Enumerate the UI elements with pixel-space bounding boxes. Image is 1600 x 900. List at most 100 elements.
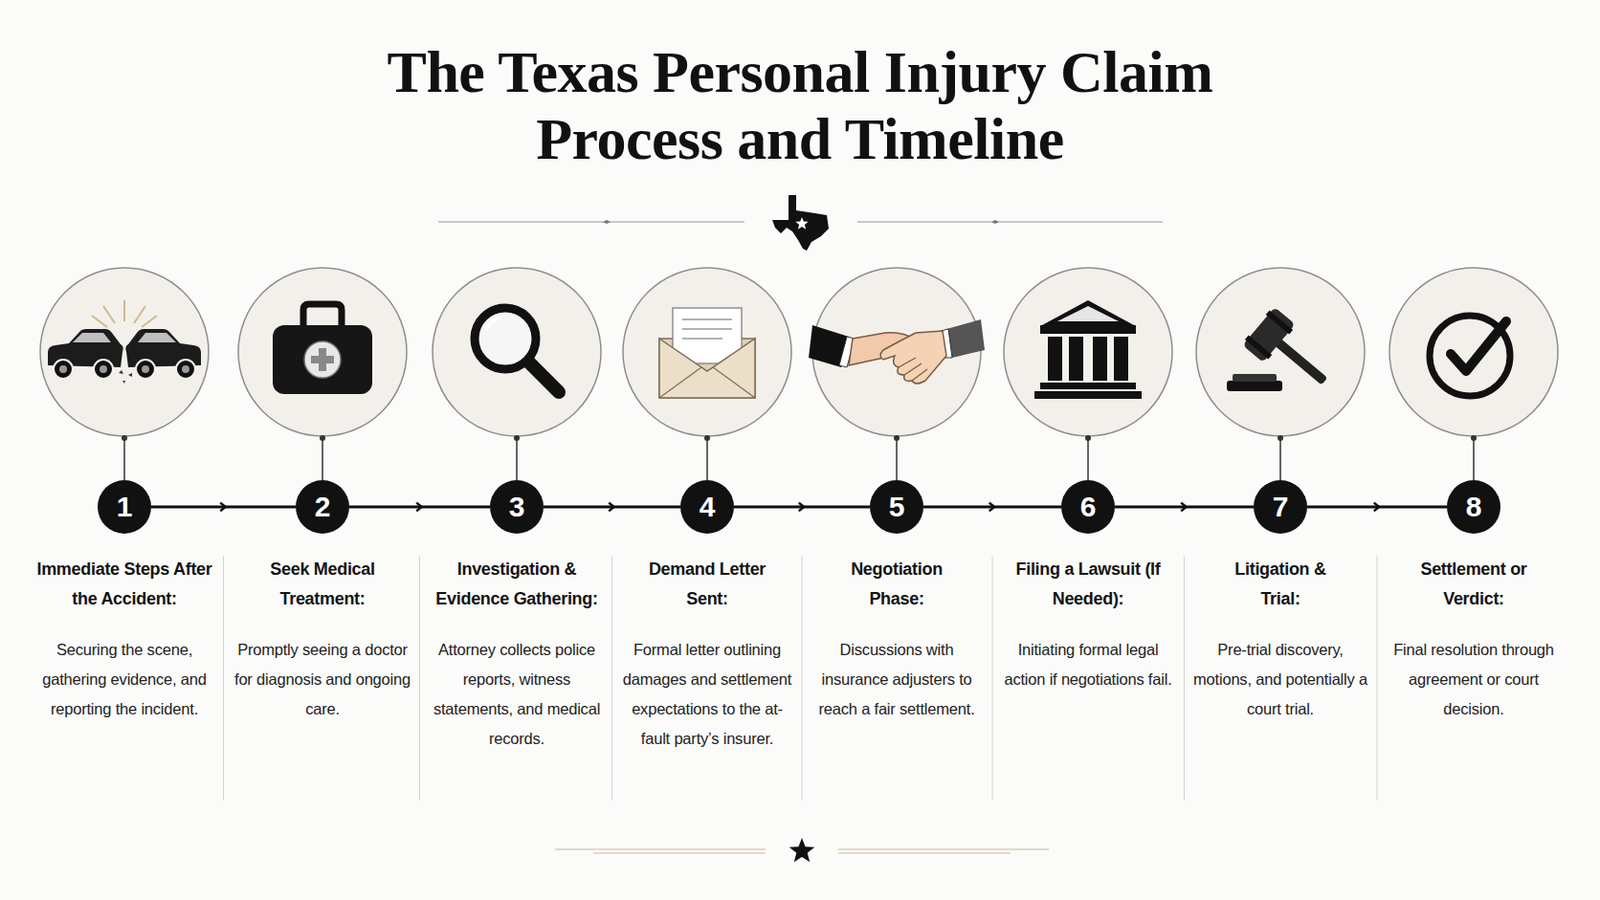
- gavel-band: [1266, 310, 1293, 334]
- step-description: Promptly seeing a doctor for diagnosis a…: [234, 635, 411, 725]
- spark-line: [103, 306, 115, 324]
- step-number: 7: [1253, 480, 1308, 534]
- envelope-icon: [659, 308, 756, 399]
- icon-circle: [1389, 267, 1558, 437]
- icon-circle: [1003, 267, 1173, 437]
- car-crash-icon: [47, 300, 201, 384]
- step-heading: Negotiation Phase:: [839, 555, 955, 615]
- courthouse-icon: [1034, 300, 1142, 400]
- step-number: 1: [97, 480, 152, 534]
- ornament-line: [857, 221, 1163, 223]
- car-window: [137, 333, 177, 343]
- bag-body: [272, 325, 373, 395]
- divider-line: [611, 555, 613, 801]
- car-left: [47, 329, 124, 379]
- leader-line: [1472, 436, 1475, 481]
- debris: [118, 370, 133, 384]
- base-step: [1034, 391, 1142, 400]
- step-heading: Filing a Lawsuit (If Needed):: [1011, 555, 1165, 615]
- texas-shape: [772, 195, 829, 251]
- divider-line: [1183, 555, 1185, 801]
- step-number: 6: [1061, 480, 1115, 534]
- leader-line: [321, 436, 324, 481]
- cross-badge: [304, 341, 341, 378]
- check-circle: [1429, 315, 1511, 397]
- gavel-band: [1244, 334, 1272, 359]
- car-wheel: [176, 359, 196, 379]
- leader-dot: [513, 435, 520, 442]
- diagram-title: The Texas Personal Injury Claim Process …: [369, 38, 1231, 173]
- wheel-hub: [181, 365, 190, 374]
- leader-dot: [319, 435, 326, 442]
- timeline-arrow: [923, 506, 1062, 510]
- letter-lines: [682, 319, 733, 339]
- wheel-hub: [141, 365, 150, 374]
- entablature: [1040, 325, 1136, 334]
- ornament-line: [593, 853, 766, 855]
- spark-lines: [91, 300, 157, 328]
- column-dividers: [223, 555, 1378, 801]
- wheel-hub: [99, 365, 108, 374]
- spark-line: [123, 300, 126, 322]
- sleeve-right: [946, 319, 985, 358]
- step-description: Attorney collects police reports, witnes…: [428, 635, 605, 755]
- medical-bag-icon: [272, 304, 373, 395]
- texas-map: [772, 195, 829, 251]
- timeline-arrow: [151, 506, 296, 510]
- title-ornament: [438, 195, 1163, 251]
- envelope-folds: [659, 367, 756, 399]
- leader-line: [123, 436, 126, 481]
- step-circle: 2Seek Medical Treatment:Promptly seeing …: [295, 480, 350, 534]
- car-wheel: [53, 359, 73, 379]
- cross-bar: [318, 348, 327, 372]
- gavel-icon: [1226, 306, 1341, 401]
- finger-lines: [898, 357, 928, 381]
- star-symbol: [789, 838, 816, 863]
- ornament-line: [438, 221, 745, 223]
- handshake-icon: [808, 319, 985, 384]
- column: [1113, 336, 1129, 381]
- divider-line: [801, 555, 803, 801]
- ornament-line: [555, 848, 766, 850]
- hand-right: [880, 331, 947, 384]
- step-number: 2: [295, 480, 350, 534]
- icon-circle: [1196, 267, 1365, 437]
- divider-line: [992, 555, 994, 801]
- step-heading: Seek Medical Treatment:: [250, 555, 395, 615]
- check-mark: [1450, 321, 1507, 372]
- leader-lines: [124, 436, 1474, 481]
- step-heading: Immediate Steps After the Accident:: [30, 555, 219, 615]
- leader-line: [1087, 436, 1089, 481]
- leader-dot: [893, 435, 900, 442]
- leader-dot: [1277, 435, 1284, 442]
- leader-line: [515, 436, 518, 481]
- gavel-handle: [1272, 337, 1328, 386]
- envelope-front: [659, 338, 756, 399]
- checkmark-icon: [1429, 315, 1511, 397]
- step-number: 3: [489, 480, 544, 534]
- star-symbol: [795, 217, 808, 230]
- gavel: [1241, 306, 1341, 401]
- spark-line: [133, 306, 146, 324]
- step-description: Pre-trial discovery, motions, and potent…: [1192, 635, 1369, 725]
- leader-dot: [1470, 435, 1477, 442]
- timeline-arrow: [1114, 506, 1254, 510]
- icon-circle: [40, 267, 209, 437]
- leader-dot: [1085, 435, 1091, 442]
- car-wheel: [93, 359, 113, 379]
- divider-line: [1377, 555, 1378, 801]
- step-number: 4: [680, 480, 734, 534]
- bottom-ornament: [555, 838, 1049, 863]
- timeline-arrow: [733, 506, 870, 510]
- step-description: Formal letter outlining damages and sett…: [619, 635, 796, 755]
- divider-line: [222, 555, 224, 801]
- ornament-line: [838, 848, 1049, 850]
- leader-line: [895, 436, 898, 481]
- base-step: [1040, 382, 1136, 390]
- step-heading: Settlement or Verdict:: [1406, 555, 1541, 615]
- step-heading: Litigation & Trial:: [1222, 555, 1338, 615]
- step-circle: 7Litigation & Trial:Pre-trial discovery,…: [1253, 480, 1308, 534]
- step-circle: 3Investigation & Evidence Gathering:Atto…: [489, 480, 544, 534]
- pediment: [1042, 300, 1134, 326]
- step-circle: 4Demand Letter Sent:Formal letter outlin…: [680, 480, 734, 534]
